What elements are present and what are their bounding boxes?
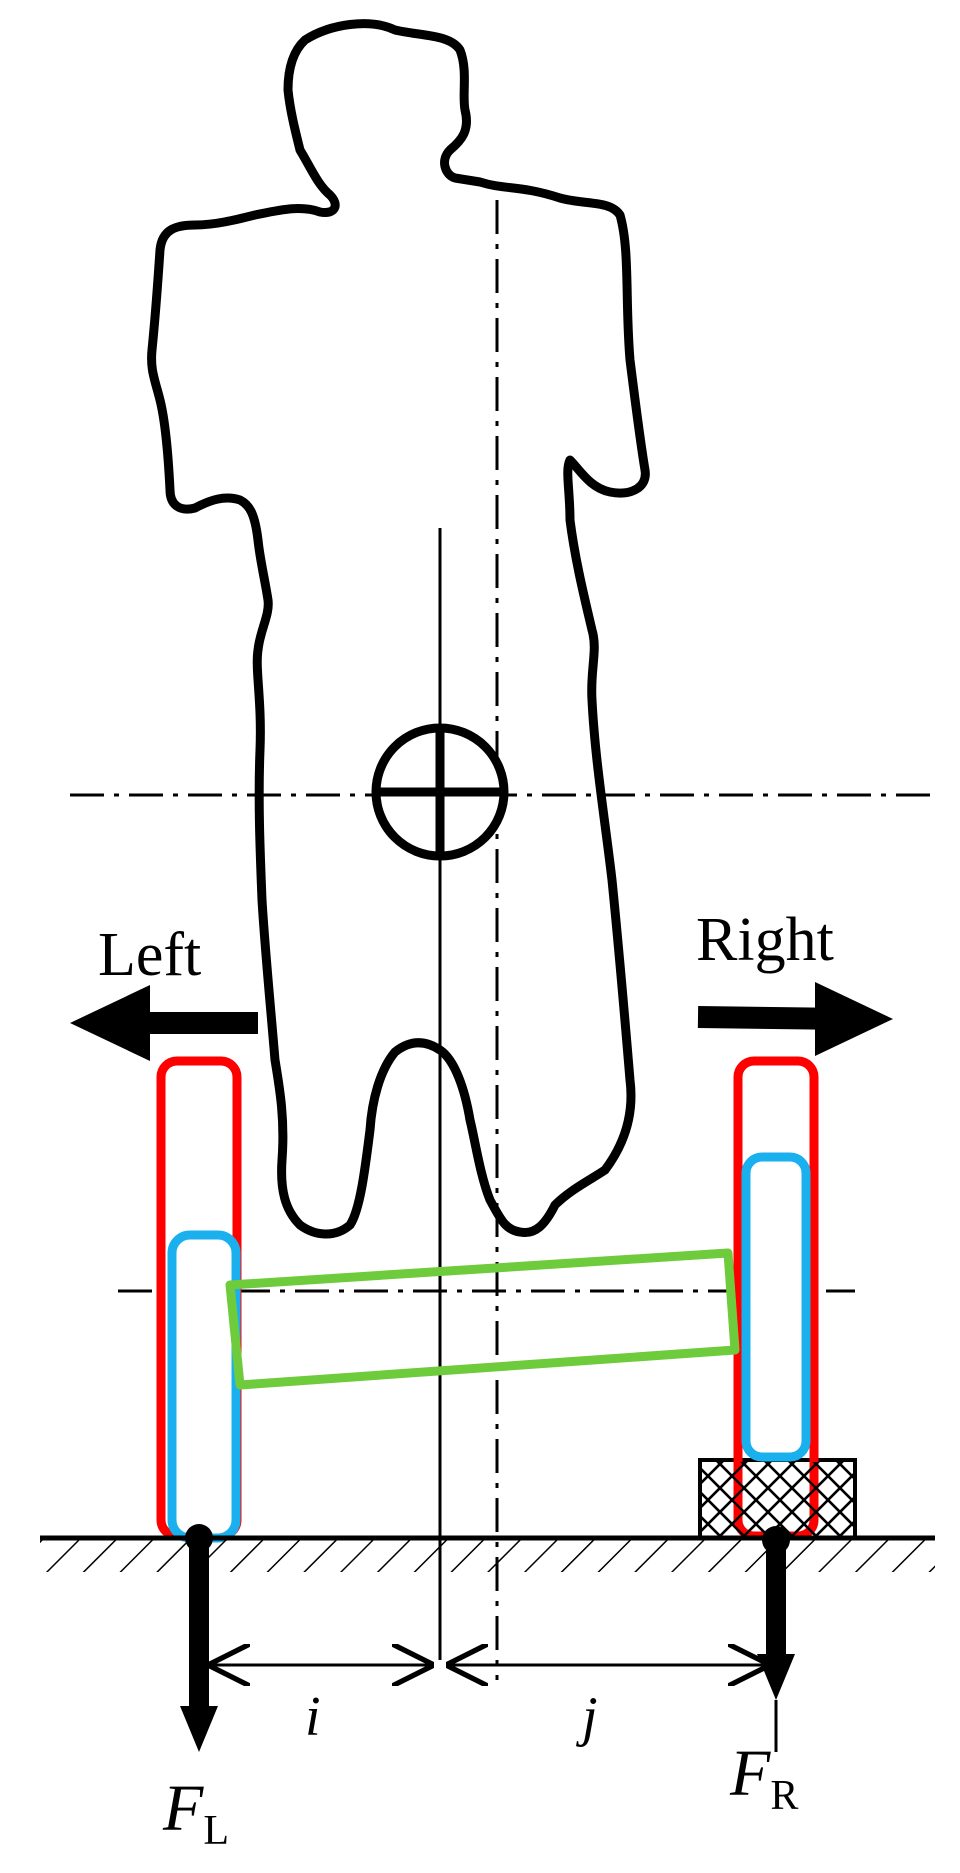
- right-label: Right: [696, 906, 834, 974]
- green-plate: [225, 1248, 740, 1390]
- force-left-arrow-icon: [180, 1524, 218, 1752]
- right-arrow-icon: [697, 982, 893, 1056]
- dim-label-j: j: [576, 1686, 598, 1748]
- force-right-label: FR: [729, 1737, 798, 1819]
- force-left-label: FL: [162, 1772, 229, 1854]
- shoe-block-overlay: [702, 1462, 853, 1536]
- force-right-subscript: R: [770, 1773, 798, 1819]
- left-label: Left: [98, 921, 201, 989]
- right-blue-bar: [741, 1152, 811, 1462]
- force-left-subscript: L: [203, 1808, 229, 1854]
- left-arrow-icon: [70, 985, 258, 1061]
- left-blue-bar: [167, 1230, 241, 1543]
- center-of-gravity-icon: [371, 723, 509, 861]
- force-left-symbol: F: [162, 1772, 204, 1845]
- human-silhouette: [147, 19, 650, 1239]
- ground-hatch: [40, 1540, 935, 1572]
- dim-label-i: i: [305, 1686, 321, 1748]
- force-right-symbol: F: [729, 1737, 771, 1810]
